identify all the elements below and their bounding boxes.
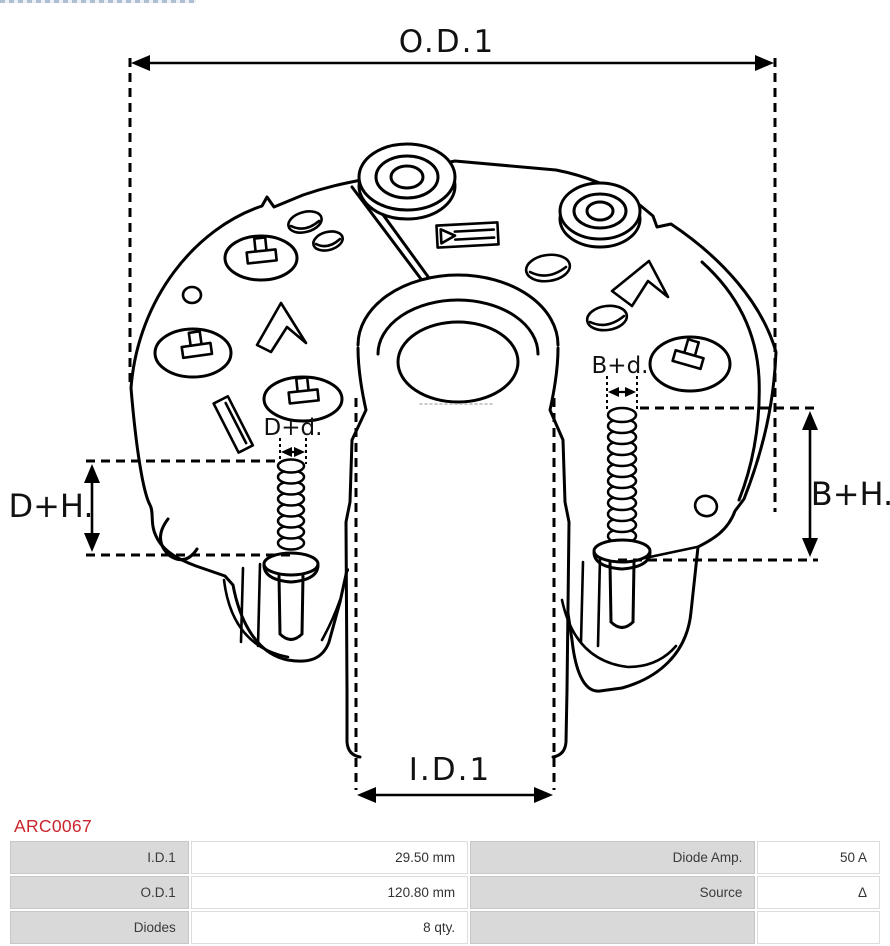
dim-od1: O.D.1 (128, 24, 777, 512)
stud-right (592, 406, 652, 629)
dim-label-od1: O.D.1 (399, 24, 495, 60)
spec-label-cell: Diodes (10, 911, 189, 944)
dim-label-bd: B+d. (592, 353, 649, 379)
rectifier-technical-drawing: O.D.1 I.D.1 D+H. (8, 24, 890, 803)
arrow-mark-right (610, 259, 670, 308)
dim-id1: I.D.1 (354, 398, 556, 803)
spec-label-cell (470, 911, 756, 944)
spec-value-cell: 50 A (757, 841, 880, 874)
dim-label-dh: D+H. (8, 487, 93, 525)
spec-value-cell: 120.80 mm (190, 876, 469, 909)
dim-label-dd: D+d. (264, 415, 323, 441)
terminal-bolt-4 (648, 335, 732, 393)
spec-label-cell: Source (470, 876, 756, 909)
dim-dh: D+H. (8, 459, 292, 557)
terminal-bolt-3 (262, 375, 344, 423)
rectifier-body (129, 142, 778, 759)
terminal-bolt-2 (153, 327, 233, 379)
stud-left (262, 458, 320, 641)
logo-strip (0, 0, 196, 3)
spec-value-cell: 29.50 mm (190, 841, 469, 874)
spec-value-cell (757, 911, 880, 944)
body-right-wall-line (700, 260, 761, 502)
slot-horizontal (435, 221, 500, 249)
dim-bd: B+d. (592, 353, 649, 412)
dim-label-id1: I.D.1 (409, 752, 491, 788)
spec-row: Diodes 8 qty. (10, 911, 880, 944)
dimension-annotations: O.D.1 I.D.1 D+H. (8, 24, 890, 803)
spec-value-cell: 8 qty. (190, 911, 469, 944)
spec-label-cell: I.D.1 (10, 841, 189, 874)
spec-label-cell: Diode Amp. (470, 841, 756, 874)
vent-holes (181, 210, 719, 518)
terminal-bolt-1 (223, 234, 299, 282)
arrow-mark-left (255, 301, 308, 354)
mounting-boss-left (357, 142, 457, 221)
spec-value-cell: Δ (757, 876, 880, 909)
spec-label-cell: O.D.1 (10, 876, 189, 909)
dim-bh: B+H. (618, 406, 890, 562)
dim-label-bh: B+H. (811, 475, 890, 513)
part-code-link[interactable]: ARC0067 (14, 816, 92, 836)
spec-row: O.D.1 120.80 mm Source Δ (10, 876, 880, 909)
spec-table: I.D.1 29.50 mm Diode Amp. 50 A O.D.1 120… (8, 839, 882, 946)
center-hub (344, 273, 571, 759)
slot-slanted (212, 395, 255, 454)
mounting-boss-right (558, 181, 642, 249)
bracket-right-lines (560, 545, 699, 669)
spec-row: I.D.1 29.50 mm Diode Amp. 50 A (10, 841, 880, 874)
dim-dd: D+d. (264, 415, 323, 464)
bracket-left-lines (222, 562, 342, 659)
